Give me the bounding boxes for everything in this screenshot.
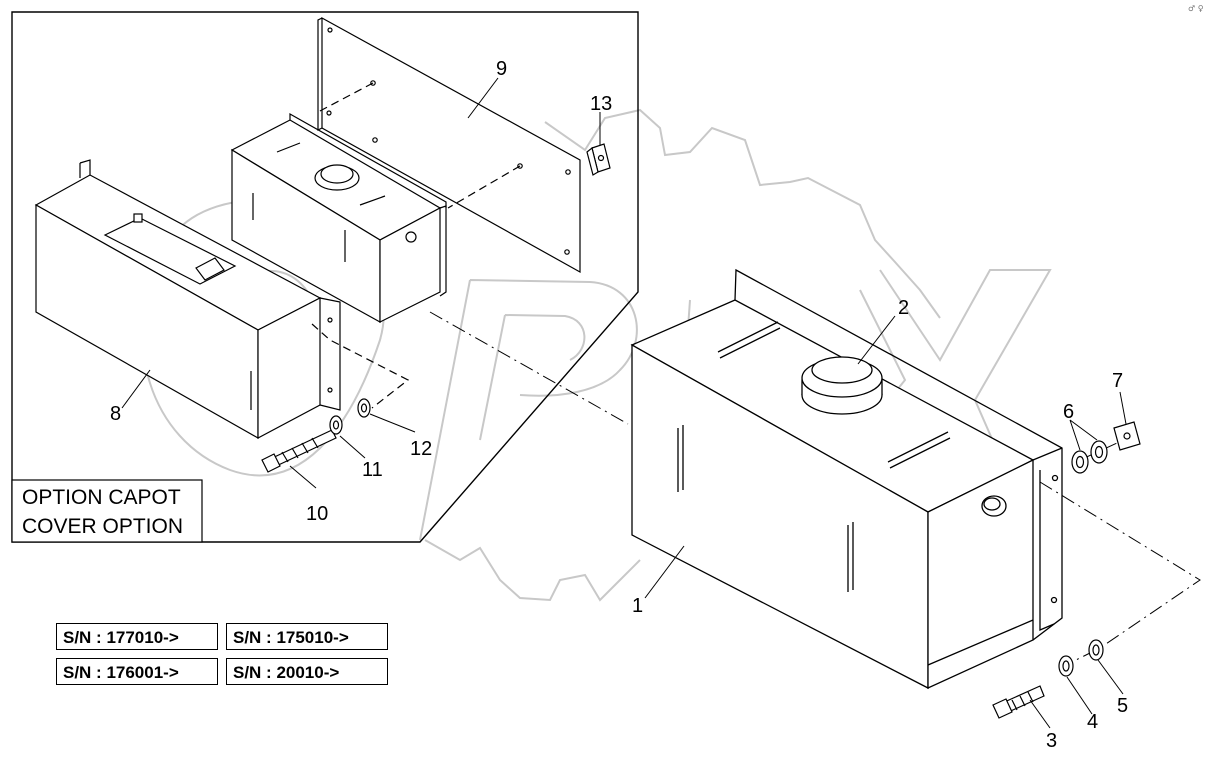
option-label-fr: OPTION CAPOT (22, 486, 181, 509)
callout-1: 1 (632, 595, 643, 617)
inset-tank (230, 112, 447, 324)
serial-number-box: S/N : 176001-> (56, 658, 218, 685)
option-label-en: COVER OPTION (22, 515, 183, 538)
callout-10: 10 (306, 503, 328, 525)
callout-6: 6 (1063, 401, 1074, 423)
corner-mark: ♂ ♀ (1188, 4, 1204, 13)
callout-12: 12 (410, 438, 432, 460)
option-label-box: OPTION CAPOT COVER OPTION (11, 479, 203, 543)
inset-clip (586, 143, 611, 176)
callout-7: 7 (1112, 370, 1123, 392)
callout-11: 11 (362, 459, 383, 481)
callout-2: 2 (898, 297, 909, 319)
leader-lines (121, 77, 1127, 729)
tank-mount-washers (1071, 421, 1141, 474)
callout-9: 9 (496, 58, 507, 80)
callout-4: 4 (1087, 711, 1098, 733)
callout-3: 3 (1046, 730, 1057, 752)
callout-5: 5 (1117, 695, 1128, 717)
protective-cover (34, 159, 410, 440)
inset-bolt-washers (261, 398, 371, 473)
mounting-plate (317, 16, 581, 274)
callout-8: 8 (110, 403, 121, 425)
inset-frame (11, 11, 639, 543)
fuel-tank (630, 268, 1063, 690)
fuel-cap (801, 356, 883, 415)
serial-number-box: S/N : 20010-> (226, 658, 388, 685)
serial-number-box: S/N : 177010-> (56, 623, 218, 650)
tank-bolt-washers (992, 639, 1104, 719)
callouts: 1 2 3 4 5 6 7 8 9 10 11 12 13 (110, 58, 1128, 752)
callout-13: 13 (590, 93, 612, 115)
serial-number-box: S/N : 175010-> (226, 623, 388, 650)
